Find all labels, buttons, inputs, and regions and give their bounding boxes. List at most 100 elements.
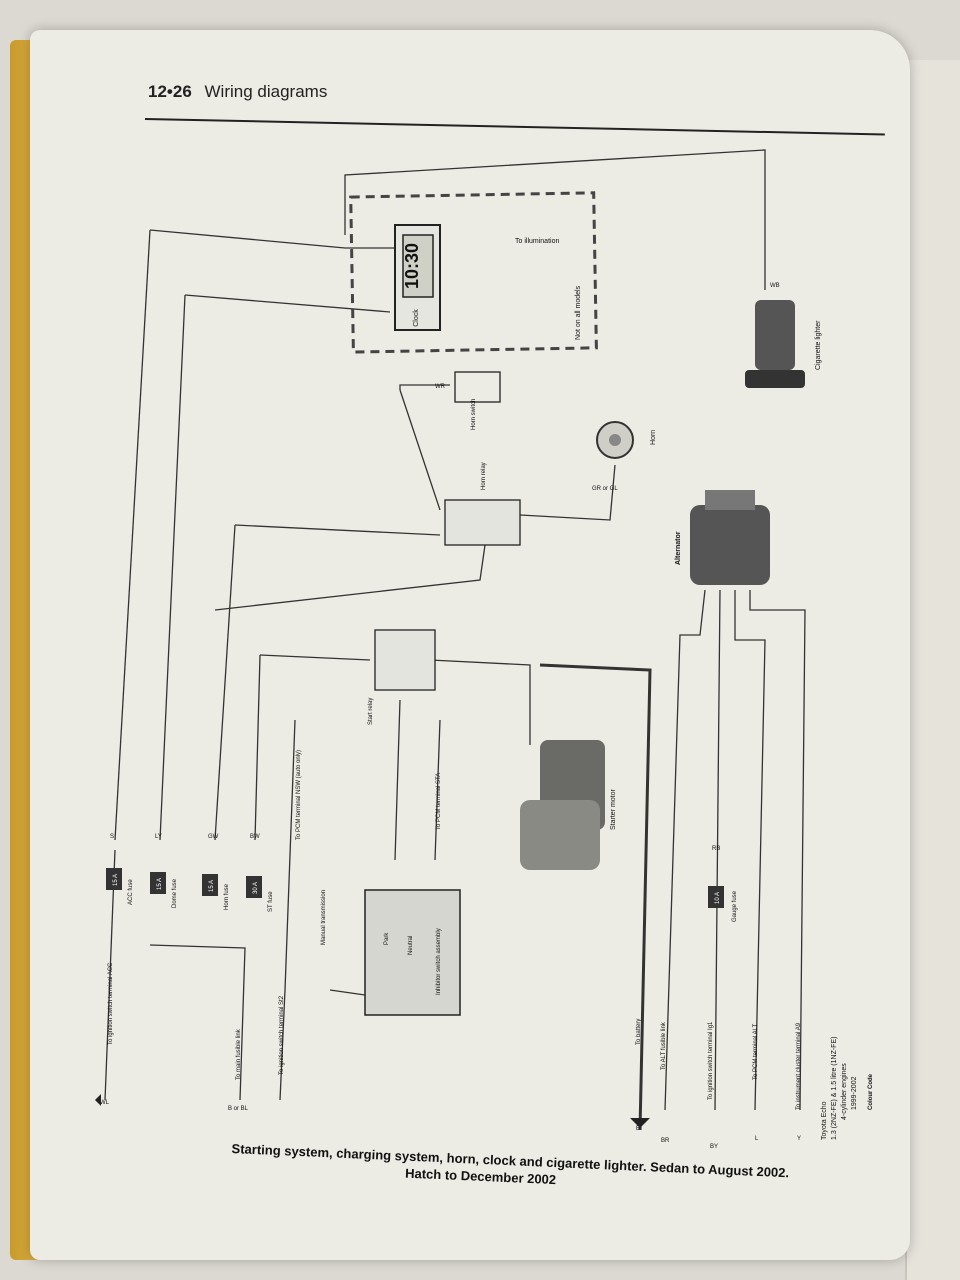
horn-switch-label: Horn switch [471,399,477,430]
not-all-models-label: Not on all models [575,285,582,340]
fuse-dome-rating: 15 A [157,878,163,890]
horn-label: Horn [650,430,657,445]
fuse-gauge-rating: 10 A [715,892,721,904]
terminal-alt-fusible: To ALT fusible link [661,1021,667,1070]
wire-gr-horn [519,464,616,521]
code-br: BR [661,1138,670,1144]
cigarette-lighter-label: Cigarette lighter [815,320,822,370]
code-wr: WR [435,384,446,390]
terminal-main-fusible: To main fusible link [236,1028,242,1080]
horn-relay-box [444,499,521,546]
code-rb: RB [712,846,720,852]
wire-y [749,590,806,1111]
start-relay-label: Start relay [368,698,374,725]
vehicle-model: Toyota Echo [821,1101,828,1140]
lighter-body [755,300,795,370]
vehicle-cylinders: 4-cylinder engines [841,1063,848,1120]
terminal-ign-st2: To ignition switch terminal St2 [279,995,285,1075]
fuse-horn-rating: 15 A [209,880,215,892]
park-label: Park [384,932,390,945]
code-by: BY [710,1144,718,1150]
fuse-horn-name: Horn fuse [224,883,230,910]
wire-wr [399,384,450,390]
code-wb: WB [770,283,780,289]
code-wl: WL [100,1100,110,1106]
alternator-label: Alternator [675,531,682,565]
fuse-gauge-name: Gauge fuse [732,890,738,922]
code-s: S [110,834,114,840]
wire-wl-acc [114,229,151,841]
wire-gw-relay [234,524,441,536]
horn-switch-symbol [454,371,501,403]
code-gw: GW [208,834,219,840]
wire-wr-relay [399,389,441,511]
wire-b-st2 [279,989,286,1101]
terminal-battery: To battery [636,1019,642,1045]
wire-b-nsw [284,719,296,991]
optional-clock-box [349,191,598,354]
manual-page [30,30,910,1260]
page-title: Wiring diagrams [204,82,328,101]
wire-s-lighter [344,149,766,290]
colour-code-title: Colour Code [868,1073,874,1110]
wire-battery [539,663,652,1131]
terminal-cluster-a9: To instrument cluster terminal A9 [796,1022,802,1110]
neutral-label: Neutral [408,936,414,955]
code-ly: LY [155,834,162,840]
horn-center [609,434,621,446]
wire-rb-by [714,589,721,1111]
lighter-base [745,370,805,388]
code-b: B [636,1126,640,1132]
horn-relay-label: Horn relay [481,462,487,490]
vehicle-engine: 1.3 (2NZ-FE) & 1.5 litre (1NZ-FE) [831,1037,838,1140]
code-b-or-bl: B or BL [228,1106,249,1112]
fuse-gauge: 10 A Gauge fuse [708,886,738,922]
starter-motor-housing [520,800,600,870]
terminal-pcm-nsw: To PCM terminal NSW (auto only) [296,750,302,840]
wire-s-clock [149,229,400,249]
page-header: 12•26 Wiring diagrams [148,82,327,102]
start-relay-box [374,629,436,691]
vehicle-years: 1999-2002 [851,1076,858,1110]
code-y: Y [797,1136,801,1142]
wire-ly-dome [159,294,186,841]
fuse-st: 30 A ST fuse [246,876,274,912]
alternator-pulley [705,490,755,510]
clock-time: 10:30 [402,243,422,289]
clock-label: Clock [413,309,420,327]
wire-b-sta [434,719,441,861]
terminal-ign-acc: To ignition switch terminal ACC [108,962,114,1045]
wire-b-fusible [149,944,246,1101]
manual-transmission-label: Manual transmission [321,890,327,945]
fuse-horn: 15 A Horn fuse [202,874,230,910]
wire-wl-bottom [104,849,116,1101]
wire-bw [259,654,371,661]
wire-bw-st [254,654,261,841]
arrow-wl [95,1094,101,1106]
wire-br [664,589,706,1111]
terminal-pcm-sta: To PCM terminal STA [436,773,442,830]
fuse-st-rating: 30 A [253,882,259,894]
terminal-ign-ig1: To ignition switch terminal Ig1 [708,1021,714,1100]
wire-l [734,590,766,1111]
arrow-battery [630,1118,650,1128]
inhibitor-switch-label: Inhibitor switch assembly [436,928,442,995]
fuse-acc: 15 A ACC fuse [106,868,134,905]
fuse-st-name: ST fuse [268,891,274,912]
code-gr-gl: GR or GL [592,486,618,492]
wire-b-starter [429,659,531,745]
code-bw: BW [250,834,260,840]
fuse-dome: 15 A Dome fuse [150,872,178,908]
code-l: L [755,1136,759,1142]
terminal-pcm-alt: To PCM terminal ALT [753,1023,759,1080]
wire-gw-horn [214,524,236,841]
clock-display-frame [402,234,434,298]
page-number: 12•26 [148,82,192,101]
wire-b-inhibitor [394,699,401,861]
fuse-acc-rating: 15 A [113,874,119,886]
fuse-dome-name: Dome fuse [172,878,178,908]
alternator-body [690,505,770,585]
wire-gw-2 [214,544,486,611]
inhibitor-switch-box [364,889,461,1016]
